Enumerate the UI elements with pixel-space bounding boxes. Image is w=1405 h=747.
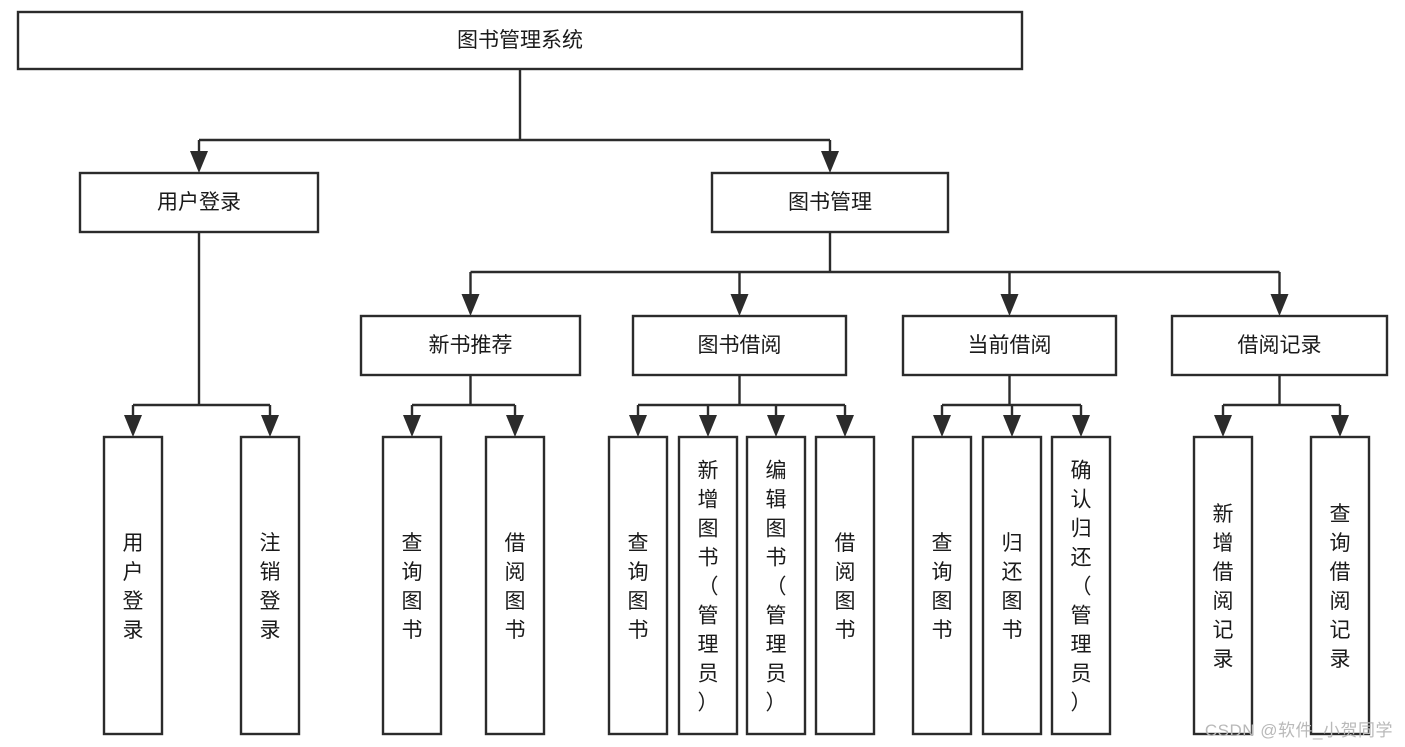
arrow-head-icon [506, 415, 524, 437]
arrow-head-icon [1072, 415, 1090, 437]
arrow-head-icon [261, 415, 279, 437]
connector-group-l2-login [124, 232, 279, 437]
node-box[interactable] [78, 171, 320, 234]
node-label: 查询图书 [932, 532, 953, 642]
node-l4-c2[interactable]: 新增图书（管理员） [677, 435, 739, 736]
node-l4-e1[interactable]: 新增借阅记录 [1192, 435, 1254, 736]
node-label: 查询借阅记录 [1330, 503, 1351, 671]
node-l4-d3[interactable]: 确认归还（管理员） [1050, 435, 1112, 736]
node-label: 查询图书 [402, 532, 423, 642]
connector-layer [124, 69, 1349, 437]
arrow-head-icon [730, 294, 749, 316]
node-label: 新增借阅记录 [1213, 503, 1234, 671]
arrow-head-icon [1214, 415, 1232, 437]
node-l4-e2[interactable]: 查询借阅记录 [1309, 435, 1371, 736]
node-layer: 图书管理系统用户登录图书管理新书推荐图书借阅当前借阅借阅记录用户登录注销登录查询… [16, 10, 1389, 736]
node-l2-book[interactable]: 图书管理 [710, 171, 950, 234]
connector-group-root [190, 69, 839, 173]
node-box[interactable] [745, 435, 807, 736]
node-box[interactable] [239, 435, 301, 736]
arrow-head-icon [461, 294, 480, 316]
node-label: 注销登录 [260, 532, 281, 642]
node-box[interactable] [484, 435, 546, 736]
node-box[interactable] [359, 314, 582, 377]
node-label: 查询图书 [628, 532, 649, 642]
node-label: 图书借阅 [698, 334, 782, 357]
node-box[interactable] [16, 10, 1024, 71]
node-l4-c4[interactable]: 借阅图书 [814, 435, 876, 736]
node-l4-c3[interactable]: 编辑图书（管理员） [745, 435, 807, 736]
node-label: 编辑图书（管理员） [766, 460, 787, 715]
node-label: 新增图书（管理员） [698, 460, 719, 715]
arrow-head-icon [1000, 294, 1019, 316]
node-root[interactable]: 图书管理系统 [16, 10, 1024, 71]
connector-group-l3-borrow [629, 375, 854, 437]
node-box[interactable] [1170, 314, 1389, 377]
watermark-label: CSDN @软件_小贺同学 [1204, 721, 1393, 740]
arrow-head-icon [1270, 294, 1289, 316]
node-label: 用户登录 [123, 532, 144, 642]
arrow-head-icon [821, 151, 839, 173]
node-box[interactable] [981, 435, 1043, 736]
arrow-head-icon [1331, 415, 1349, 437]
node-box[interactable] [1309, 435, 1371, 736]
connector-group-l3-cur [933, 375, 1090, 437]
node-label: 图书管理 [788, 191, 872, 214]
node-l4-d2[interactable]: 归还图书 [981, 435, 1043, 736]
node-label: 当前借阅 [968, 334, 1052, 357]
node-label: 归还图书 [1002, 532, 1023, 642]
arrow-head-icon [836, 415, 854, 437]
node-l3-cur[interactable]: 当前借阅 [901, 314, 1118, 377]
node-label: 新书推荐 [429, 334, 513, 357]
node-l4-b2[interactable]: 借阅图书 [484, 435, 546, 736]
arrow-head-icon [699, 415, 717, 437]
node-label: 图书管理系统 [457, 29, 583, 52]
node-box[interactable] [814, 435, 876, 736]
node-l4-a1[interactable]: 用户登录 [102, 435, 164, 736]
connector-group-l2-book [461, 232, 1289, 316]
node-l4-d1[interactable]: 查询图书 [911, 435, 973, 736]
node-label: 借阅图书 [505, 532, 526, 642]
node-box[interactable] [1050, 435, 1112, 736]
node-label: 借阅图书 [835, 532, 856, 642]
node-l4-b1[interactable]: 查询图书 [381, 435, 443, 736]
node-box[interactable] [677, 435, 739, 736]
arrow-head-icon [190, 151, 208, 173]
connector-group-l3-rec [1214, 375, 1349, 437]
node-box[interactable] [911, 435, 973, 736]
node-label: 用户登录 [157, 191, 241, 214]
node-box[interactable] [1192, 435, 1254, 736]
node-l2-login[interactable]: 用户登录 [78, 171, 320, 234]
node-box[interactable] [102, 435, 164, 736]
node-box[interactable] [607, 435, 669, 736]
node-box[interactable] [901, 314, 1118, 377]
arrow-head-icon [1003, 415, 1021, 437]
node-l3-rec[interactable]: 借阅记录 [1170, 314, 1389, 377]
arrow-head-icon [767, 415, 785, 437]
arrow-head-icon [933, 415, 951, 437]
arrow-head-icon [403, 415, 421, 437]
node-l4-c1[interactable]: 查询图书 [607, 435, 669, 736]
connector-group-l3-new [403, 375, 524, 437]
node-l4-a2[interactable]: 注销登录 [239, 435, 301, 736]
node-box[interactable] [710, 171, 950, 234]
node-box[interactable] [381, 435, 443, 736]
node-box[interactable] [631, 314, 848, 377]
node-l3-borrow[interactable]: 图书借阅 [631, 314, 848, 377]
node-label: 借阅记录 [1238, 334, 1322, 357]
node-label: 确认归还（管理员） [1071, 460, 1092, 715]
arrow-head-icon [124, 415, 142, 437]
node-l3-new[interactable]: 新书推荐 [359, 314, 582, 377]
arrow-head-icon [629, 415, 647, 437]
